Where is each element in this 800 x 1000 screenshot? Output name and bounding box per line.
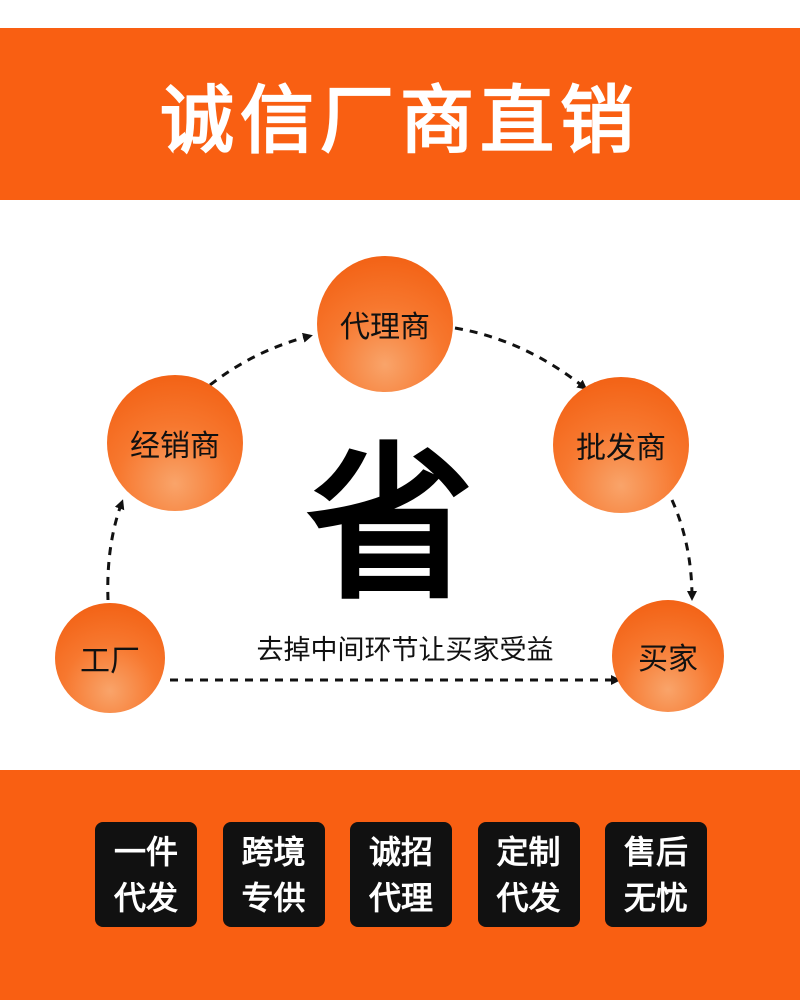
feature-recruit-agents: 诚招 代理	[350, 822, 452, 927]
node-wholesaler-label: 批发商	[576, 431, 666, 466]
node-factory-label: 工厂	[80, 644, 140, 679]
page-title: 诚信厂商直销	[160, 77, 640, 164]
node-agent-label: 代理商	[340, 310, 430, 345]
node-buyer-label: 买家	[638, 642, 698, 677]
arrow-agent-to-wholesaler	[454, 326, 588, 390]
feature-after-sales: 售后 无忧	[605, 822, 707, 927]
feature-cross-border: 跨境 专供	[222, 822, 325, 927]
feature-line: 定制	[496, 832, 561, 871]
feature-dropship: 一件 代发	[95, 822, 197, 927]
feature-line: 诚招	[368, 832, 433, 871]
feature-line: 代发	[113, 878, 178, 917]
center-character: 省	[306, 424, 474, 623]
node-wholesaler: 批发商	[553, 377, 689, 513]
feature-line: 一件	[113, 832, 178, 871]
feature-line: 无忧	[623, 878, 688, 917]
supply-chain-diagram: 工厂 经销商 代理商 批发商 买家 省 去掉中间环节让买家受益	[0, 200, 800, 770]
feature-line: 售后	[623, 832, 688, 871]
tagline: 去掉中间环节让买家受益	[256, 635, 554, 666]
feature-line: 跨境	[241, 832, 306, 871]
feature-line: 专供	[241, 878, 306, 917]
node-agent: 代理商	[317, 256, 453, 392]
flow-arrows	[106, 326, 697, 685]
node-buyer: 买家	[612, 600, 724, 712]
arrow-wholesaler-to-buyer	[670, 499, 697, 601]
feature-line: 代理	[368, 878, 433, 917]
node-dealer: 经销商	[107, 375, 243, 511]
feature-line: 代发	[496, 878, 561, 917]
arrow-dealer-to-agent	[209, 332, 313, 387]
node-dealer-label: 经销商	[130, 429, 220, 464]
header-banner: 诚信厂商直销	[0, 28, 800, 200]
features-banner: 一件 代发 跨境 专供 诚招 代理 定制 代发 售后 无忧	[0, 770, 800, 1000]
node-factory: 工厂	[55, 603, 165, 713]
arrow-factory-to-dealer	[106, 499, 125, 601]
feature-list: 一件 代发 跨境 专供 诚招 代理 定制 代发 售后 无忧	[95, 822, 707, 927]
feature-custom: 定制 代发	[477, 822, 580, 927]
